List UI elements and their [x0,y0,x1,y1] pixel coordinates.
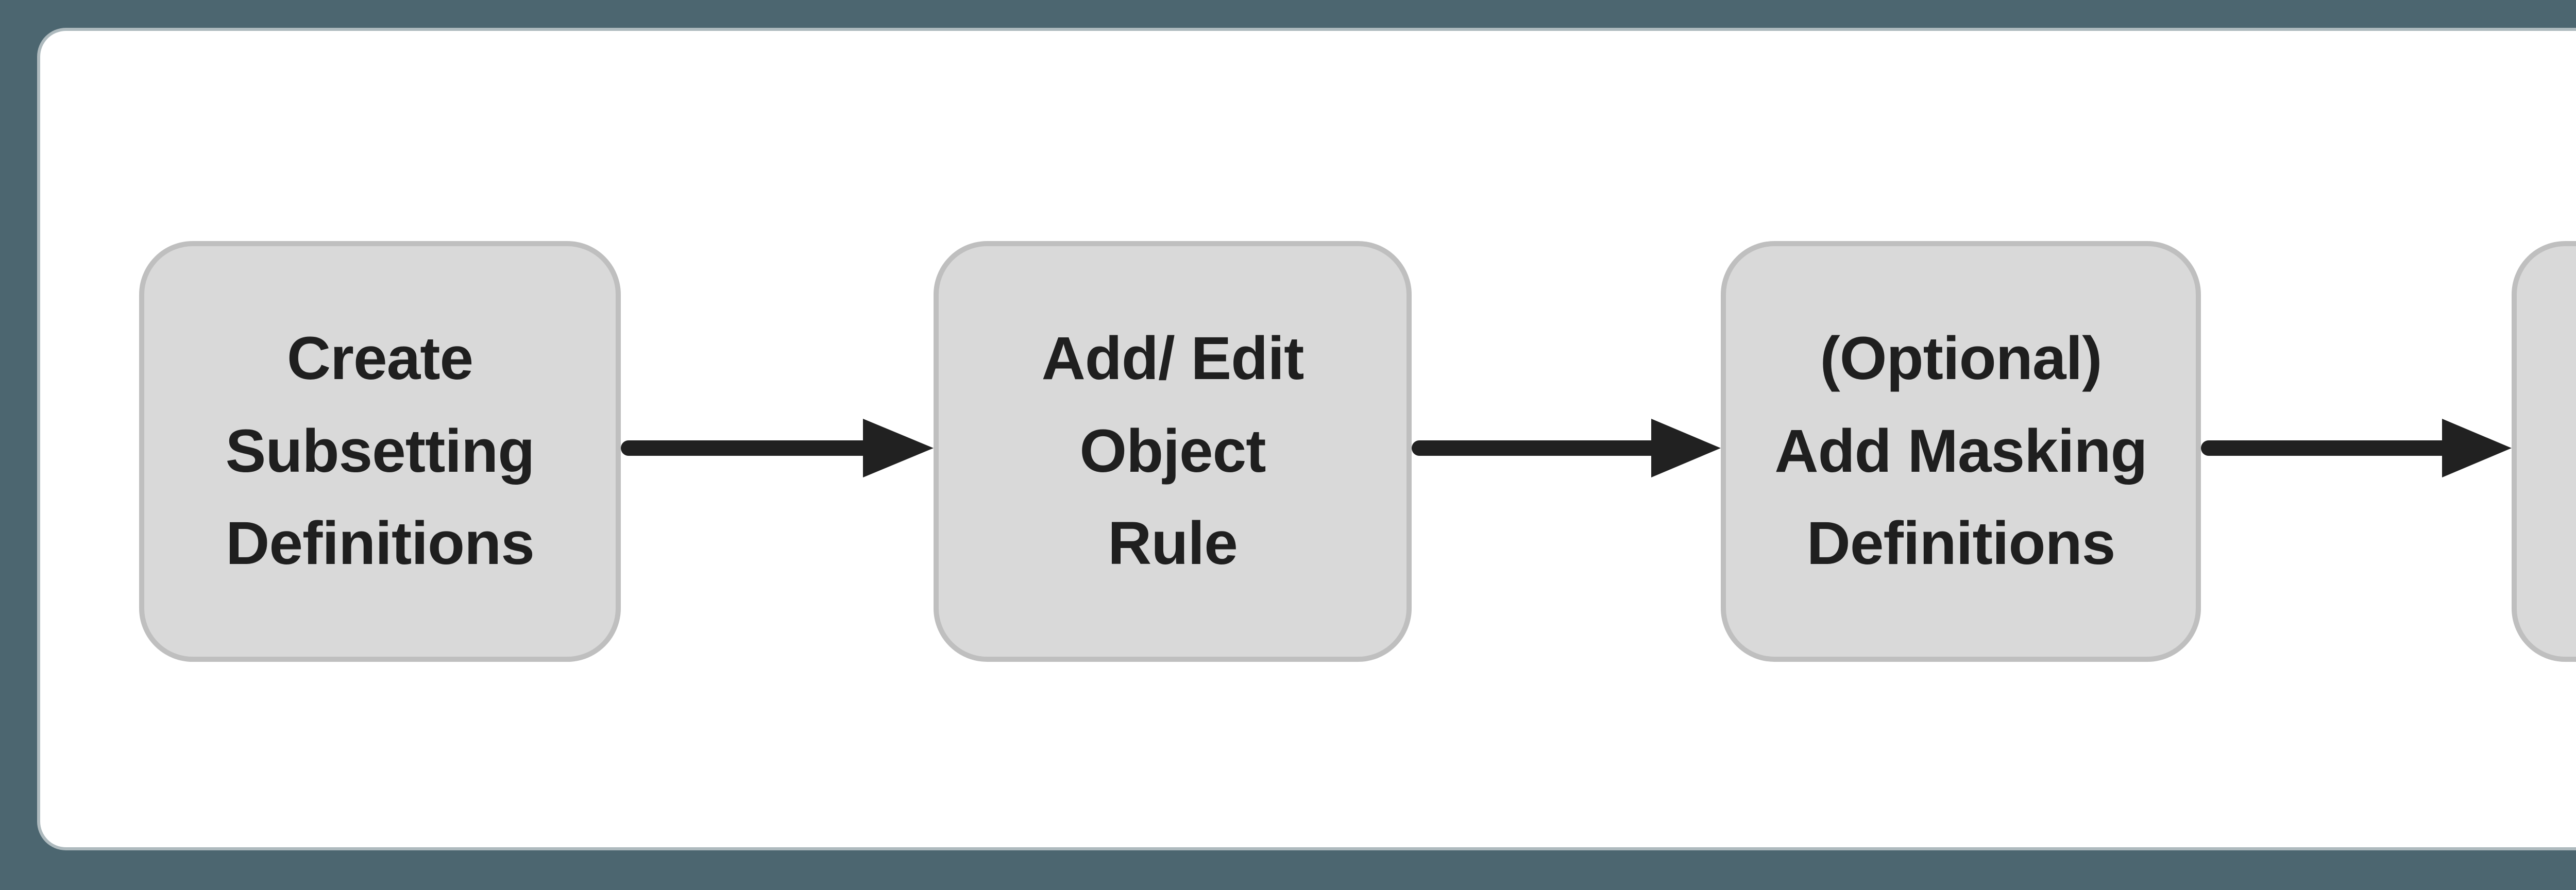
flow-node-label-line: (Optional) [1820,324,2102,393]
flow-node-label-line: Definitions [226,509,535,578]
flow-node-generate-and-execute-script[interactable]: Generate and Execute Script [2512,241,2576,662]
flow-arrow-right-icon [1412,409,1721,487]
flow-arrow-right-icon [621,409,934,487]
flow-arrow-right-icon [2201,409,2512,487]
flow-node-add-edit-object-rule[interactable]: Add/ Edit Object Rule [934,241,1412,662]
flow-node-add-masking-definitions[interactable]: (Optional) Add Masking Definitions [1721,241,2201,662]
flow-node-label-line: Add Masking [1774,417,2147,485]
flow-node-label-line: Add/ Edit [1041,324,1304,393]
flow-node-label-line: Object [1079,417,1266,485]
flow-node-label-line: Subsetting [225,417,535,485]
flow-node-create-subsetting-definitions[interactable]: Create Subsetting Definitions [139,241,621,662]
flow-node-label-line: Create [286,324,473,393]
flow-node-label-line: Rule [1108,509,1238,578]
flow-node-label-line: and Execute [2575,405,2576,498]
flow-node-label-line: Definitions [1806,509,2116,578]
